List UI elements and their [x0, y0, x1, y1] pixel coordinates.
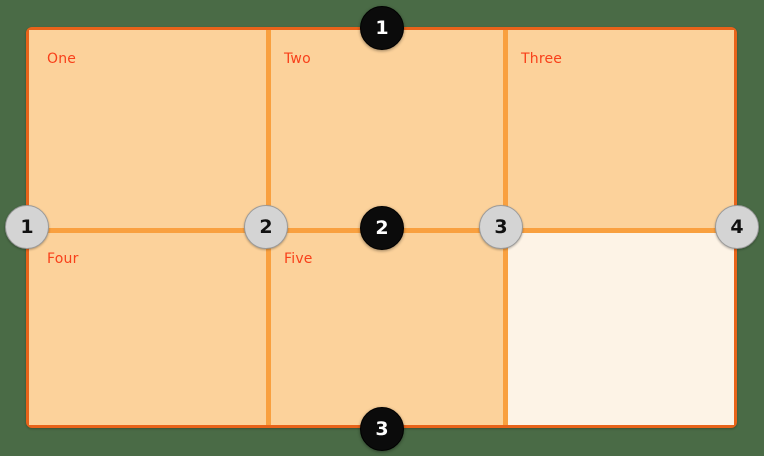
column-marker-2[interactable]: 2: [244, 205, 288, 249]
table-cell-empty[interactable]: [503, 233, 734, 425]
table-cell-three[interactable]: [503, 30, 734, 228]
table-cell-five[interactable]: [266, 233, 503, 425]
row-marker-1[interactable]: 1: [360, 6, 404, 50]
table-cell-one[interactable]: [29, 30, 266, 228]
cell-label-four: Four: [47, 251, 79, 267]
column-marker-1[interactable]: 1: [5, 205, 49, 249]
row-marker-2[interactable]: 2: [360, 206, 404, 250]
row-marker-3[interactable]: 3: [360, 407, 404, 451]
table-cell-two[interactable]: [266, 30, 503, 228]
cell-label-two: Two: [284, 51, 311, 67]
column-marker-4[interactable]: 4: [715, 205, 759, 249]
cell-label-five: Five: [284, 251, 313, 267]
table-cell-four[interactable]: [29, 233, 266, 425]
cell-label-one: One: [47, 51, 77, 67]
column-marker-3[interactable]: 3: [479, 205, 523, 249]
cell-label-three: Three: [521, 51, 563, 67]
